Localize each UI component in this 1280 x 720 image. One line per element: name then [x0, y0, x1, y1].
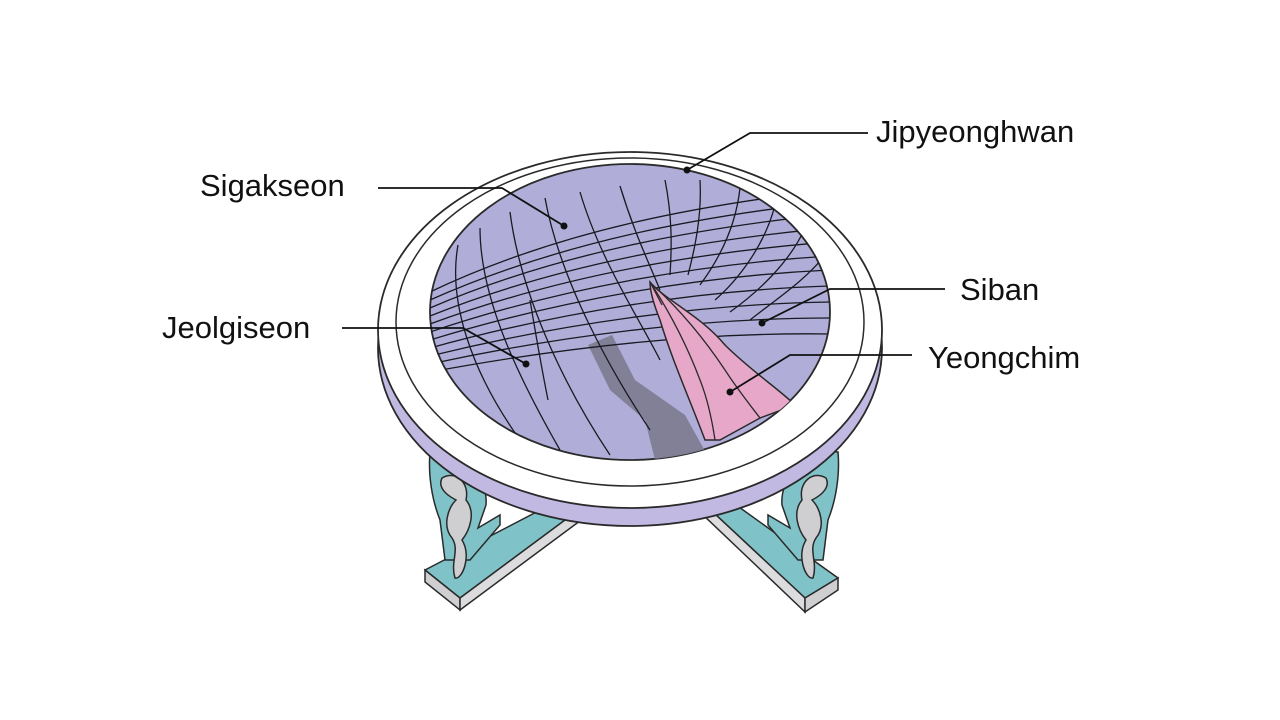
base-beams: [423, 491, 840, 614]
leader-sigakseon: [378, 187, 568, 230]
label-jeolgiseon: Jeolgiseon: [162, 310, 311, 345]
leader-jipyeonghwan: [683, 132, 868, 174]
dial-lines: [430, 179, 830, 460]
leader-yeongchim: [726, 354, 912, 396]
label-yeongchim: Yeongchim: [928, 340, 1081, 375]
label-sigakseon: Sigakseon: [200, 168, 345, 203]
dial-face: [429, 163, 831, 461]
leader-siban: [758, 288, 945, 327]
leader-jeolgiseon: [342, 327, 530, 368]
label-siban: Siban: [960, 272, 1040, 307]
label-jipyeonghwan: Jipyeonghwan: [876, 114, 1075, 149]
